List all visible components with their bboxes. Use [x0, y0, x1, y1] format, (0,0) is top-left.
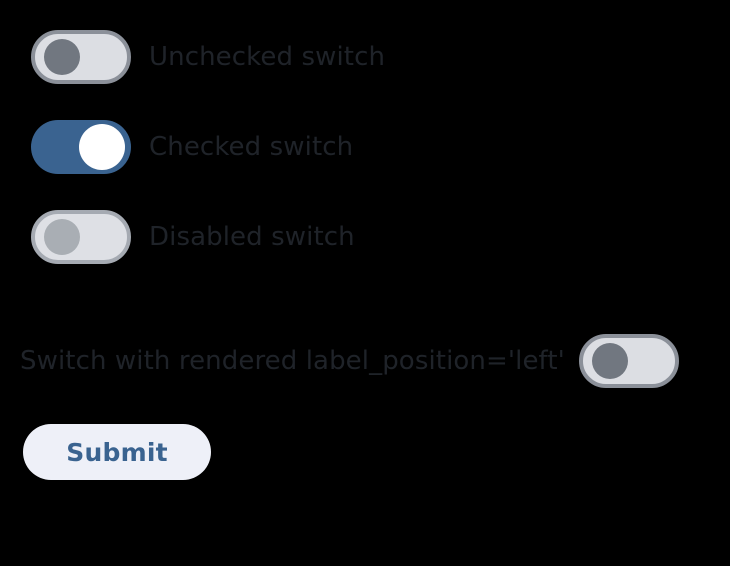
checked-switch-label: Checked switch — [149, 132, 354, 162]
disabled-switch-label: Disabled switch — [149, 222, 355, 252]
label-left-switch[interactable] — [578, 334, 679, 388]
switch-row-unchecked: Unchecked switch — [31, 30, 385, 84]
unchecked-switch[interactable] — [31, 30, 131, 84]
switch-knob-icon — [44, 39, 80, 75]
disabled-switch — [31, 210, 131, 264]
switch-row-checked: Checked switch — [31, 120, 353, 174]
switch-knob-icon — [79, 124, 125, 170]
submit-button[interactable]: Submit — [23, 424, 211, 480]
checked-switch[interactable] — [31, 120, 131, 174]
switch-knob-icon — [591, 343, 628, 379]
switch-row-label-left: Switch with rendered label_position='lef… — [20, 334, 679, 388]
switch-row-disabled: Disabled switch — [31, 210, 355, 264]
switch-knob-icon — [44, 219, 80, 255]
unchecked-switch-label: Unchecked switch — [149, 42, 386, 72]
label-left-switch-label: Switch with rendered label_position='lef… — [20, 346, 565, 376]
